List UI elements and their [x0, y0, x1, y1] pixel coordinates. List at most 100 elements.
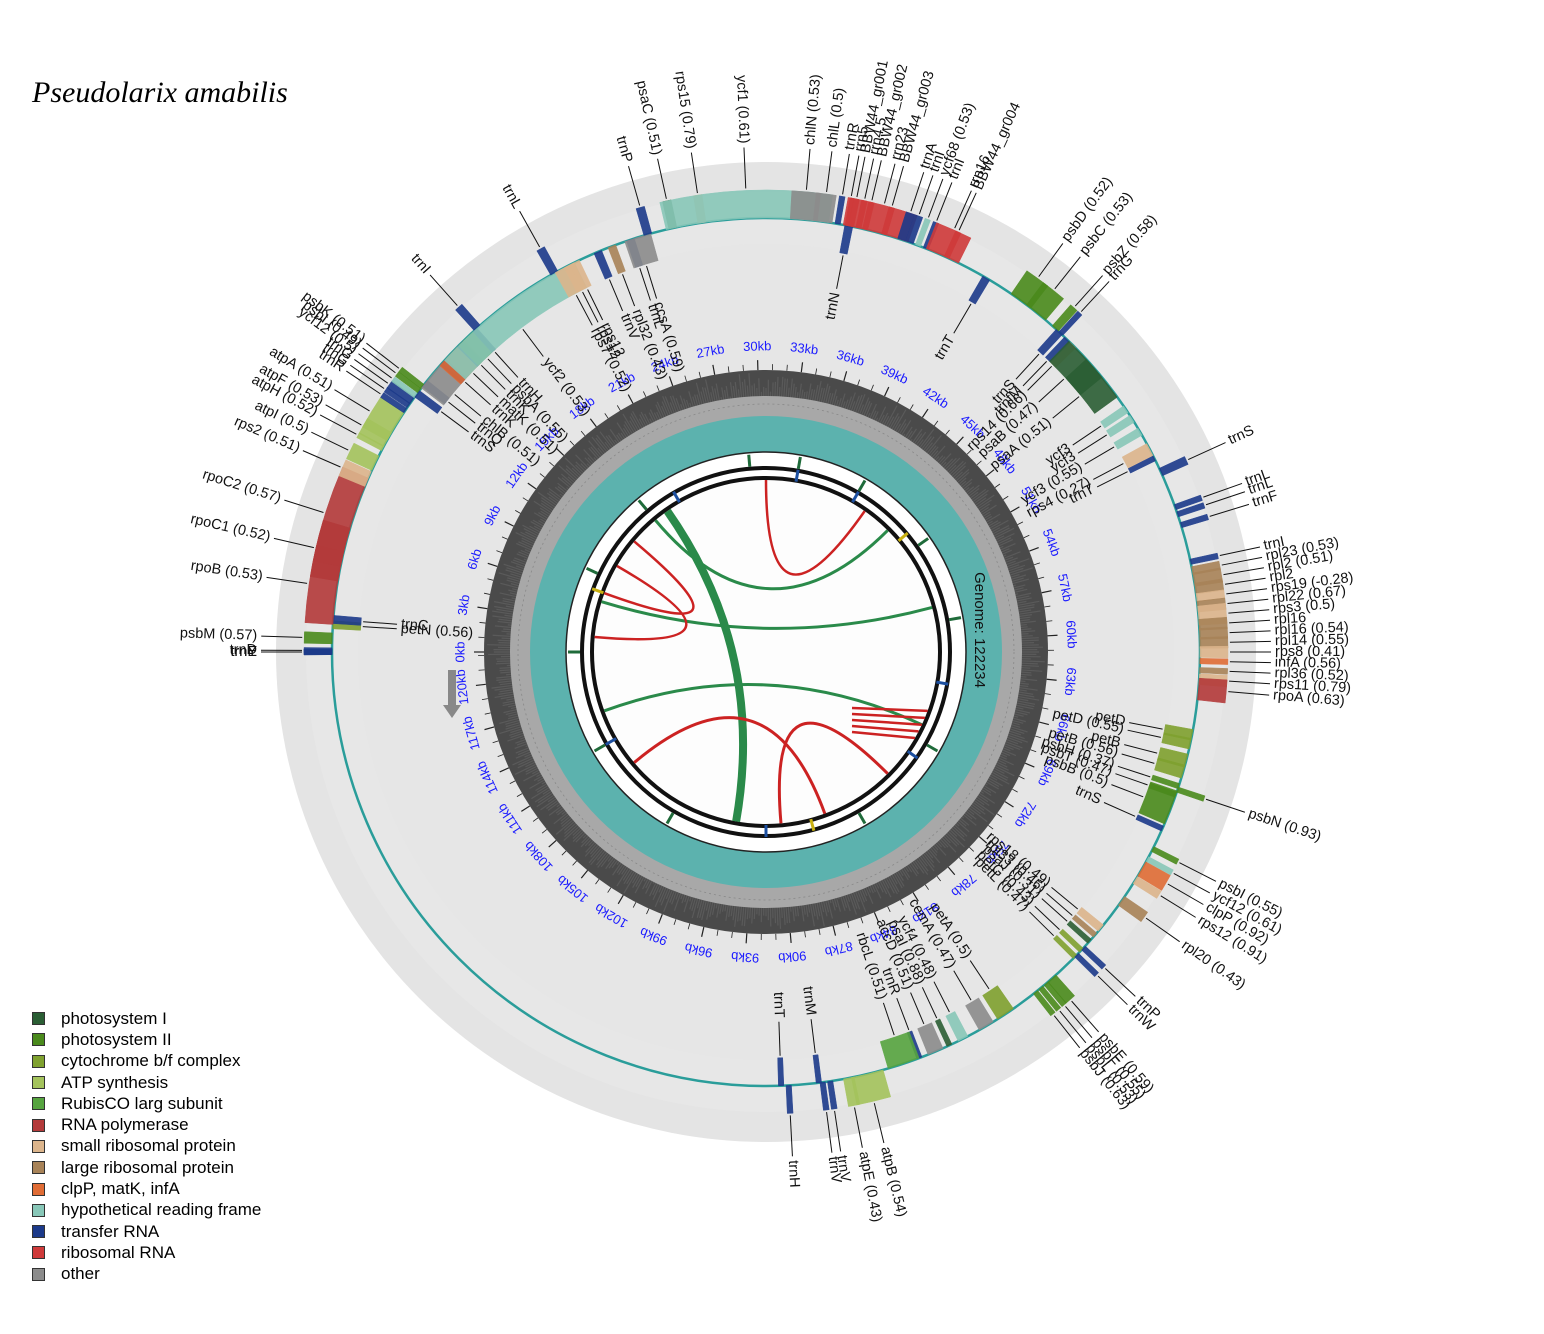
gc-bar	[877, 406, 887, 424]
gc-bar	[510, 561, 526, 568]
gc-bar	[1006, 736, 1023, 744]
tick-mark	[481, 698, 488, 701]
gc-bar	[496, 675, 513, 679]
gc-bar	[626, 870, 636, 885]
gc-bar	[540, 499, 555, 510]
gc-bar	[873, 882, 882, 899]
gene-leader-line	[273, 537, 315, 549]
gc-bar	[986, 778, 1000, 787]
gc-bar	[871, 410, 877, 421]
tick-mark	[515, 510, 521, 514]
gene-block	[943, 230, 962, 259]
gc-bar	[932, 844, 939, 851]
kb-label: 93kb	[731, 949, 760, 966]
gene-leader-line	[1129, 722, 1163, 730]
gc-bar	[532, 519, 545, 527]
gc-bar	[965, 810, 977, 820]
repeat-ring-inner	[590, 476, 942, 828]
gene-leader-line	[325, 404, 362, 426]
repeat-marker	[897, 531, 909, 542]
gene-label: BBW44_gr004	[970, 100, 1024, 192]
gc-bar	[973, 493, 988, 505]
gc-bar	[580, 836, 591, 848]
gc-bar	[487, 644, 512, 646]
gc-bar	[741, 905, 745, 926]
kb-label: 120kb	[452, 669, 471, 706]
gene-leader-line	[1077, 434, 1107, 454]
gc-bar	[993, 765, 1015, 777]
gene-leader-line	[789, 1115, 793, 1157]
gc-bar	[1019, 678, 1038, 682]
gc-bar	[580, 463, 588, 471]
legend-label: cytochrome b/f complex	[61, 1051, 241, 1071]
gene-block	[934, 1018, 953, 1047]
gc-bar	[973, 799, 995, 816]
gc-bar	[557, 486, 567, 494]
gc-bar	[623, 424, 632, 437]
gc-bar	[493, 601, 516, 607]
gc-bar	[652, 882, 659, 896]
gene-label: ycf1 (0.61)	[733, 75, 752, 144]
gc-bar	[508, 589, 519, 594]
gc-bar	[510, 728, 523, 734]
gene-label: trnI	[946, 156, 969, 181]
gene-label: trnL	[499, 182, 525, 212]
gc-bar	[980, 788, 992, 796]
gc-bar	[590, 845, 601, 858]
gene-leader-line	[743, 147, 747, 189]
gene-block	[593, 250, 613, 280]
tick-mark	[548, 839, 557, 848]
gc-bar	[981, 511, 991, 518]
gc-bar	[499, 592, 518, 598]
gene-leader-line	[1071, 1000, 1100, 1033]
gene-leader-line	[1228, 691, 1270, 696]
kb-label: 0kb	[452, 642, 467, 663]
gene-block	[905, 214, 924, 245]
gc-bar	[524, 549, 532, 553]
gc-bar	[1019, 675, 1027, 678]
gene-leader-line	[805, 148, 811, 190]
gene-leader-line	[842, 153, 850, 195]
gene-label: psbN (0.93)	[1246, 806, 1323, 845]
gene-label: rps3 (0.5)	[1273, 596, 1336, 617]
gc-bar	[831, 898, 836, 911]
gc-bar	[917, 439, 924, 448]
gene-block	[881, 206, 895, 236]
gc-bar	[597, 852, 610, 868]
gc-bar	[533, 500, 553, 514]
gc-bar	[507, 577, 522, 583]
gc-bar	[829, 393, 834, 406]
gc-bar	[531, 786, 551, 800]
gene-leader-line	[266, 576, 308, 584]
gene-leader-line	[429, 274, 458, 306]
gene-label: rpoC2 (0.57)	[201, 467, 283, 507]
gc-bar	[539, 518, 547, 524]
tick-mark	[1023, 534, 1030, 539]
gc-bar	[588, 846, 603, 864]
gc-bar	[977, 794, 989, 803]
gc-bar	[499, 717, 520, 725]
gc-bar	[588, 440, 603, 458]
gc-bar	[512, 755, 534, 766]
gene-block	[982, 985, 1014, 1020]
gc-bar	[814, 384, 819, 402]
gene-block	[1026, 282, 1065, 321]
gene-leader-line	[1173, 872, 1211, 894]
gc-bar	[696, 394, 701, 406]
gc-bar	[891, 873, 898, 885]
gene-block	[834, 195, 846, 225]
legend-item: large ribosomal protein	[32, 1157, 261, 1178]
gc-bar	[1018, 689, 1027, 692]
gc-bar	[869, 403, 877, 420]
gc-bar	[683, 398, 688, 410]
gc-bar	[800, 389, 804, 400]
gc-bar	[624, 421, 634, 435]
gc-bar	[701, 387, 708, 405]
gc-bar	[863, 887, 868, 897]
gc-bar	[496, 678, 513, 681]
gc-bar	[753, 383, 756, 398]
gc-bar	[967, 487, 980, 498]
gene-leader-line	[1029, 911, 1055, 937]
gc-bar	[1014, 708, 1031, 714]
gc-bar	[852, 395, 860, 413]
